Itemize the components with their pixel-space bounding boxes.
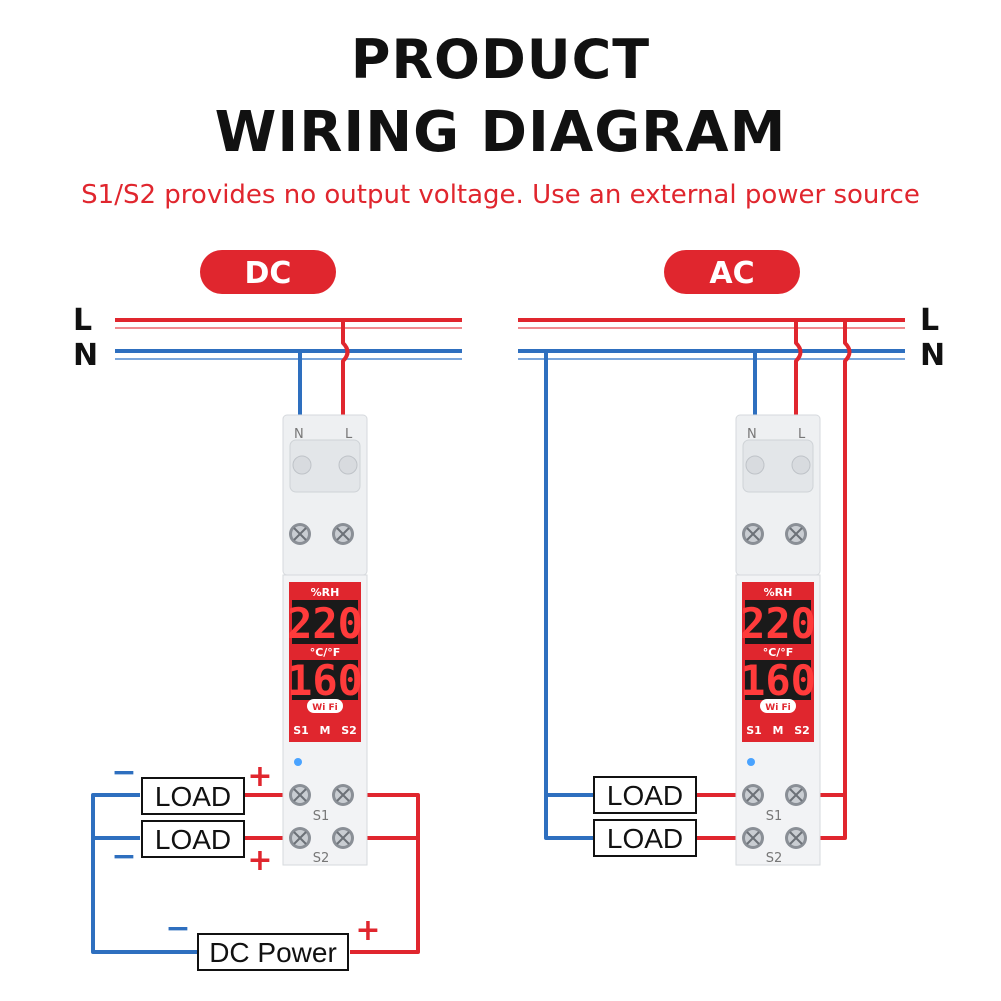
ac-wifi-label: Wi Fi <box>765 703 790 713</box>
ac-temp-label: °C/°F <box>763 646 794 659</box>
ac-load-1-label: LOAD <box>607 780 683 811</box>
dc-term-s2: S2 <box>313 851 330 866</box>
dc-term-n: N <box>294 427 304 442</box>
title-line-1: PRODUCT <box>350 28 651 91</box>
dc-power-source: DC Power <box>197 933 349 971</box>
dc-load-2-minus-sign: − <box>111 839 136 874</box>
dc-btn-m: M <box>320 724 331 737</box>
ac-term-l: L <box>798 427 806 442</box>
dc-load-2: LOAD <box>141 820 245 858</box>
ac-btn-s2: S2 <box>794 724 810 737</box>
dc-badge-label: DC <box>245 256 292 291</box>
dc-load-1-plus-sign: + <box>247 759 272 794</box>
ac-load-1: LOAD <box>593 776 697 814</box>
dc-device: N L %RH 220 °C/°F 160 Wi Fi S1 M S2 S1 S… <box>282 414 368 866</box>
dc-load-2-plus-sign: + <box>247 843 272 878</box>
ac-humidity-label: %RH <box>764 586 793 599</box>
dc-load-1-label: LOAD <box>155 781 231 812</box>
ac-reading-top: 220 <box>740 599 816 648</box>
ac-rail-label-n: N <box>920 338 945 373</box>
ac-load-2: LOAD <box>593 819 697 857</box>
ac-btn-m: M <box>773 724 784 737</box>
dc-wifi-label: Wi Fi <box>312 703 337 713</box>
dc-load-2-label: LOAD <box>155 824 231 855</box>
ac-term-n: N <box>747 427 757 442</box>
ac-term-s2: S2 <box>766 851 783 866</box>
dc-reading-top: 220 <box>287 599 363 648</box>
dc-reading-bottom: 160 <box>287 656 363 705</box>
dc-badge: DC <box>200 250 336 294</box>
dc-rail-label-l: L <box>73 303 92 338</box>
dc-power-minus-sign: − <box>165 911 190 946</box>
ac-reading-bottom: 160 <box>740 656 816 705</box>
dc-humidity-label: %RH <box>311 586 340 599</box>
ac-device: N L %RH 220 °C/°F 160 Wi Fi S1 M S2 S1 S… <box>735 414 821 866</box>
dc-rails <box>115 318 462 360</box>
dc-term-l: L <box>345 427 353 442</box>
dc-term-s1: S1 <box>313 809 330 824</box>
subtitle-warning: S1/S2 provides no output voltage. Use an… <box>81 180 920 210</box>
ac-rails <box>518 318 905 360</box>
dc-btn-s1: S1 <box>293 724 309 737</box>
ac-btn-s1: S1 <box>746 724 762 737</box>
dc-load-1: LOAD <box>141 777 245 815</box>
ac-rail-label-l: L <box>920 303 939 338</box>
ac-term-s1: S1 <box>766 809 783 824</box>
ac-badge: AC <box>664 250 800 294</box>
dc-btn-s2: S2 <box>341 724 357 737</box>
dc-load-1-minus-sign: − <box>111 755 136 790</box>
dc-power-plus-sign: + <box>355 913 380 948</box>
ac-badge-label: AC <box>709 256 754 291</box>
dc-rail-label-n: N <box>73 338 98 373</box>
dc-power-label: DC Power <box>209 937 337 968</box>
title-line-2: WIRING DIAGRAM <box>214 100 787 165</box>
ac-load-2-label: LOAD <box>607 823 683 854</box>
ac-wires <box>544 322 852 840</box>
dc-temp-label: °C/°F <box>310 646 341 659</box>
